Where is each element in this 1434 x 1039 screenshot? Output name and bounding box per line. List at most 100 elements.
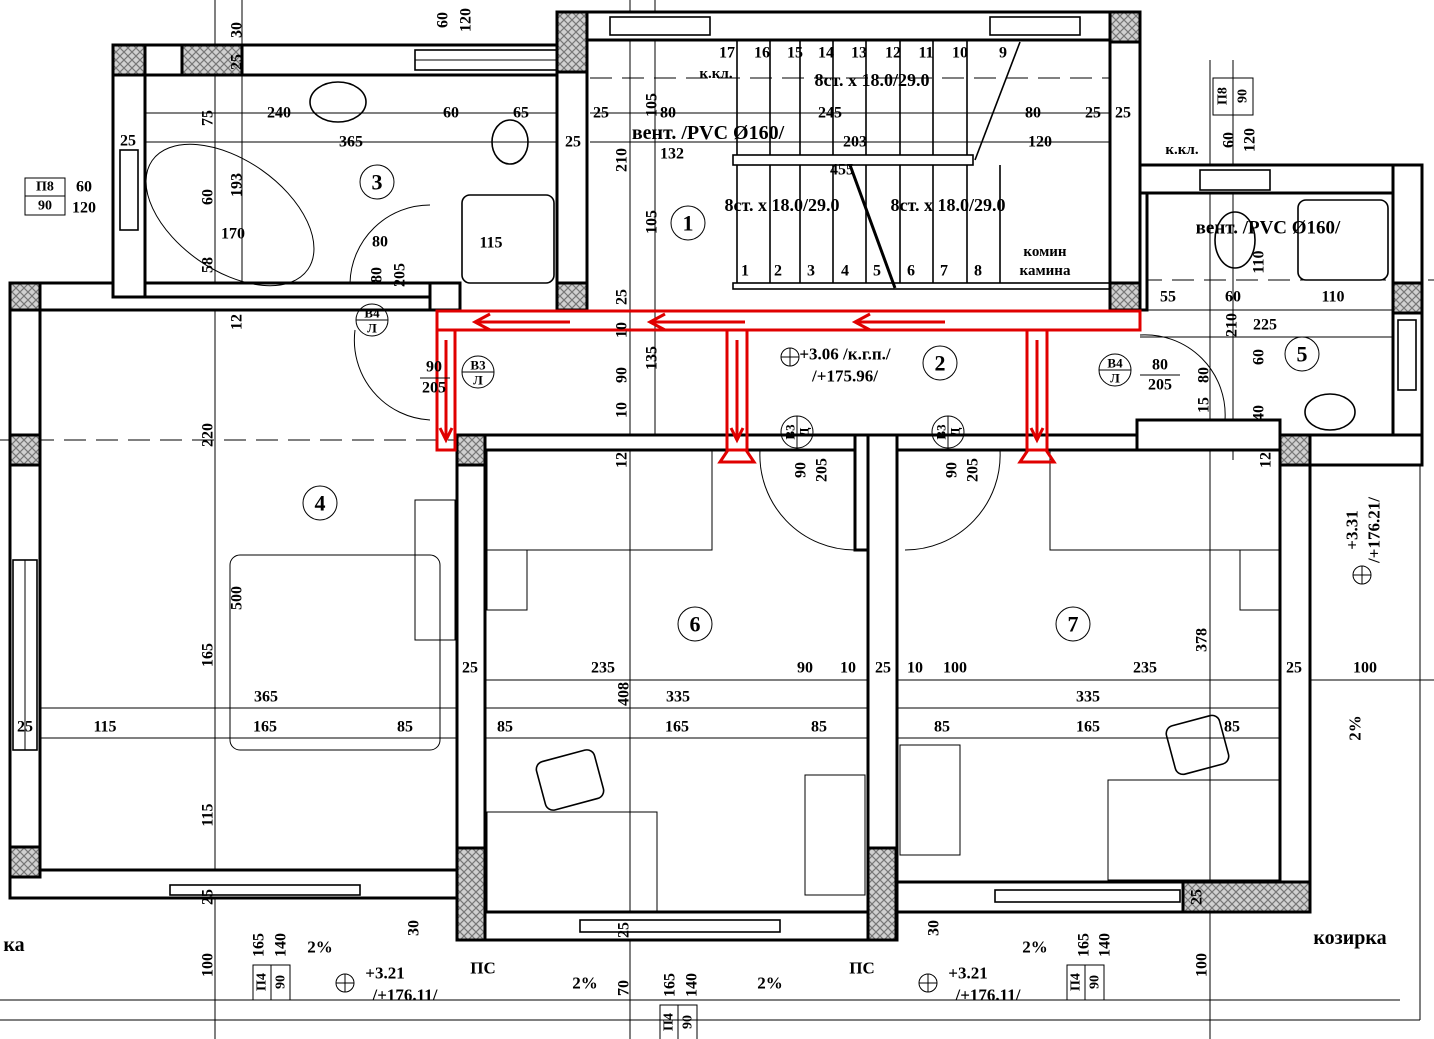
door-tag-side: Л [1110,371,1120,386]
dimension-label: 165 [251,933,268,957]
dimension-label: 90 [793,462,810,478]
dimension-label: 25 [616,922,633,938]
dimension-label: 110 [1251,250,1268,273]
dimension-label: 30 [229,22,246,38]
dimension-label: 10 [614,402,631,418]
window-tag-type: П4 [255,973,270,991]
marker-circle [302,485,338,521]
dimension-label: 85 [934,719,950,736]
dimension-label: 80 [660,105,676,122]
dimension-label: 90 [944,462,961,478]
door-swings [349,204,1226,551]
dimension-label: 10 [907,660,923,677]
dimension-label: 193 [229,173,246,197]
door-tag-type: В3 [934,424,949,440]
dimension-label: 25 [593,105,609,122]
stair-step-number: 9 [999,45,1007,62]
annotation-edge-left: ка [3,934,24,956]
staircase [732,40,1111,290]
dimension-label: 60 [200,189,217,205]
annotation-chimney-2: камина [1020,263,1071,279]
dimension-label: 115 [93,719,116,736]
annotation-level-br-2: /+176.11/ [955,986,1021,1005]
dimension-label: 58 [200,257,217,273]
stair-step-number: 7 [940,263,948,280]
stair-step-number: 1 [741,263,749,280]
room-number-1: 1 [683,211,694,236]
dimension-label: 90 [614,367,631,383]
dimension-label: 100 [1353,660,1377,677]
stair-step-number: 8 [974,263,982,280]
dimension-label: 60 [435,12,452,28]
dimension-label: 210 [1224,313,1241,337]
dimension-label: 25 [120,133,136,150]
dimension-label: 235 [591,660,615,677]
dimension-label: 105 [644,210,661,234]
dimension-label: 100 [200,953,217,977]
dimension-label: 80 [1196,367,1213,383]
annotation-slope-5: 2% [1346,715,1365,741]
marker-circle [359,164,395,200]
dimension-label: 115 [479,235,502,252]
annotation-level-bl-1: +3.21 [365,964,404,983]
dimension-label: 110 [1321,289,1344,306]
annotation-level-right-1: +3.31 [1343,510,1362,549]
dimension-label: 378 [1194,628,1211,652]
dimension-label: 335 [1076,689,1100,706]
dimension-label: 60 [1225,289,1241,306]
stair-step-number: 10 [952,45,968,62]
dimension-label: 25 [1085,105,1101,122]
dimension-label: 10 [614,322,631,338]
dimension-label: 165 [200,643,217,667]
annotation-level-bl-2: /+176.11/ [372,986,438,1005]
dimension-label: 140 [1097,933,1114,957]
window-tag-type: П8 [1216,87,1231,105]
dimension-label: 85 [1224,719,1240,736]
annotation-vent-1: вент. /PVC Ø160/ [632,122,785,144]
dimension-label: 365 [254,689,278,706]
door-tag-type: В4 [1107,356,1123,371]
dimension-label: 170 [221,226,245,243]
marker-circle [670,205,706,241]
door-tag-type: В4 [364,306,380,321]
dimension-label: 500 [229,586,246,610]
room-number-7: 7 [1068,612,1079,637]
door-tag-type: В3 [470,358,486,373]
annotation-ps-1: ПС [470,959,496,978]
stair-step-number: 11 [918,45,933,62]
dimension-label: 205 [814,458,831,482]
dimension-label: 90 [797,660,813,677]
dimension-label: 115 [200,803,217,826]
dimension-label: 100 [1194,953,1211,977]
dimension-label: 120 [72,200,96,217]
dimension-label: 245 [818,105,842,122]
dimension-label: 90 [426,359,442,376]
dimension-label: 165 [1076,719,1100,736]
dimension-label: 70 [616,980,633,996]
dimension-label: 15 [1196,397,1213,413]
annotation-flight-top: 8ст. х 18.0/29.0 [815,70,930,90]
dimension-label: 165 [665,719,689,736]
dimension-label: 105 [644,93,661,117]
stair-step-number: 6 [907,263,915,280]
door-tag-side: Л [367,321,377,336]
dimension-label: 55 [1160,289,1176,306]
annotation-canopy: козирка [1313,927,1386,949]
dimension-label: 455 [830,162,854,179]
window-tag-type: П4 [662,1013,677,1031]
door-tag-side: Л [473,373,483,388]
dimension-label: 235 [1133,660,1157,677]
dimension-label: 408 [616,682,633,706]
dimension-label: 30 [926,920,943,936]
dimension-label: 60 [443,105,459,122]
dimension-label: 60 [76,179,92,196]
stair-step-number: 3 [807,263,815,280]
room-number-3: 3 [372,170,383,195]
dimension-label: 40 [1251,405,1268,421]
marker-circle [677,606,713,642]
dimension-label: 25 [875,660,891,677]
window-tag-size: 90 [681,1015,696,1029]
dimension-label: 12 [614,452,631,468]
window-tag-type: П4 [1069,973,1084,991]
